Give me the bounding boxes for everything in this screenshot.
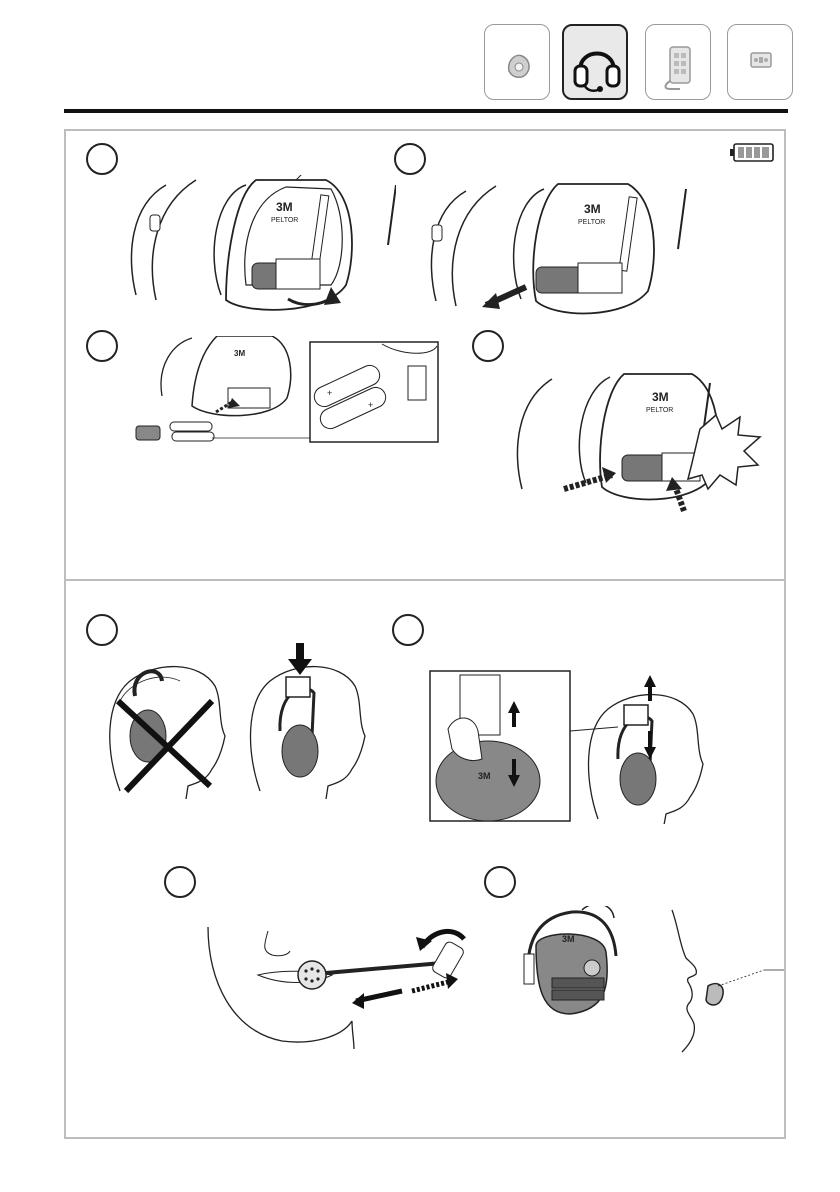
svg-text:PELTOR: PELTOR (271, 217, 298, 224)
svg-text:3M: 3M (584, 202, 601, 216)
tab-radio-device[interactable] (645, 24, 711, 100)
headset-icon (564, 26, 630, 102)
svg-text:+: + (368, 400, 373, 410)
fitting-panel: 3M (64, 579, 786, 1139)
svg-text:3M: 3M (652, 390, 669, 404)
illustration-click-battery-cover-shut: 3M PELTOR (512, 371, 782, 516)
svg-text:PELTOR: PELTOR (646, 407, 673, 414)
module-icon (728, 25, 794, 101)
svg-text:3M: 3M (562, 934, 575, 944)
tab-headset[interactable] (562, 24, 628, 100)
header-divider (64, 109, 788, 113)
step-circle-7 (164, 866, 196, 898)
radio-device-icon (646, 25, 712, 101)
illustration-boom-microphone-position (202, 911, 482, 1051)
illustration-microphone-distance: 3M (522, 906, 792, 1071)
step-circle-1 (86, 143, 118, 175)
svg-text:+: + (327, 388, 332, 398)
svg-text:3M: 3M (478, 771, 491, 781)
svg-text:PELTOR: PELTOR (578, 219, 605, 226)
tab-earplug[interactable] (484, 24, 550, 100)
svg-text:3M: 3M (234, 349, 245, 358)
battery-full-icon (729, 142, 775, 169)
step-circle-3 (86, 330, 118, 362)
illustration-insert-aa-batteries: 3M + + (132, 336, 442, 456)
illustration-height-adjustment: 3M (428, 669, 728, 824)
tab-module[interactable] (727, 24, 793, 100)
illustration-open-battery-cover: 3M PELTOR (126, 175, 396, 320)
svg-text:3M: 3M (276, 200, 293, 214)
illustration-headband-placement (100, 641, 390, 801)
step-circle-6 (392, 614, 424, 646)
earplug-icon (485, 25, 551, 101)
step-circle-8 (484, 866, 516, 898)
step-circle-2 (394, 143, 426, 175)
illustration-slide-out-battery-holder: 3M PELTOR (426, 181, 696, 321)
step-circle-4 (472, 330, 504, 362)
battery-panel: 3M PELTOR 3M PELTOR (64, 129, 786, 581)
